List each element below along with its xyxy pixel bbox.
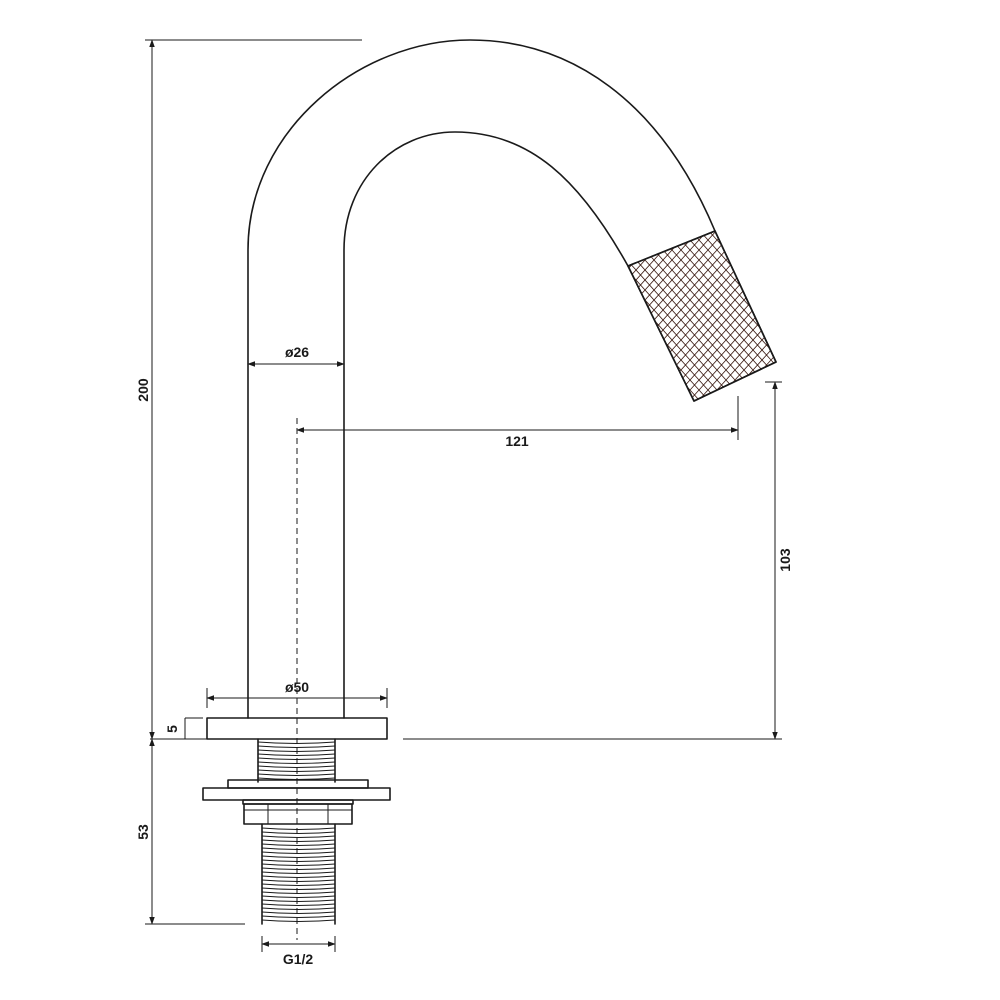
dim-base-diameter-label: ø50 — [285, 679, 309, 695]
lower-shank — [261, 823, 336, 925]
dim-shank-length: 53 — [135, 738, 245, 925]
dim-body-diameter: ø26 — [247, 344, 345, 367]
dim-thread-size-label: G1/2 — [283, 951, 314, 967]
spout-inner-contour — [343, 131, 629, 719]
dim-base-diameter: ø50 — [206, 679, 388, 708]
knurl-crosshatch — [628, 231, 776, 401]
lock-nut — [243, 803, 353, 825]
dim-body-diameter-label: ø26 — [285, 344, 309, 360]
spout-outer-contour — [247, 39, 716, 719]
dim-overall-height: 200 — [135, 39, 362, 740]
dim-shank-length-label: 53 — [135, 824, 151, 840]
dim-outlet-height: 103 — [403, 381, 793, 740]
dim-spout-reach: 121 — [296, 396, 739, 449]
dim-outlet-height-label: 103 — [777, 548, 793, 572]
knurled-outlet-border — [627, 230, 777, 402]
knurled-outlet — [627, 230, 777, 402]
upper-washer — [227, 779, 369, 789]
dim-thread-size: G1/2 — [261, 936, 336, 967]
lower-shank-threads — [261, 827, 336, 923]
dim-spout-reach-label: 121 — [505, 433, 529, 449]
dim-overall-height-label: 200 — [135, 378, 151, 402]
spout-body — [247, 39, 716, 719]
dim-base-thickness: 5 — [150, 717, 245, 740]
dim-base-thickness-label: 5 — [164, 725, 180, 733]
